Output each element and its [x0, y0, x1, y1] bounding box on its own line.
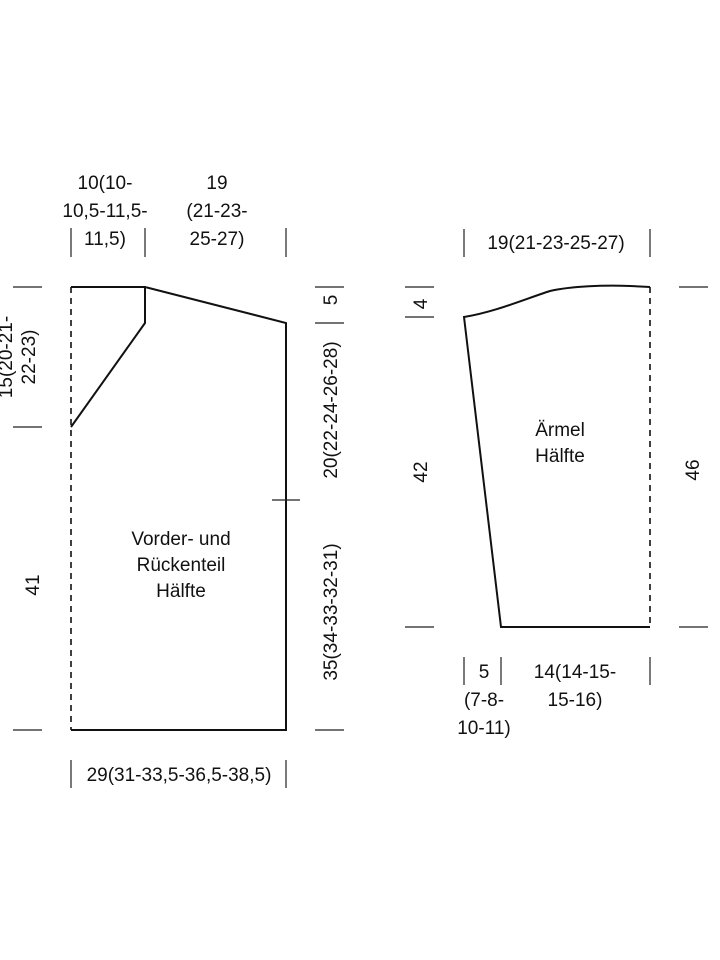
- sleeve-top-width: 19(21-23-25-27): [487, 233, 624, 254]
- body-neck-depth-line-1: 15(20-21-: [0, 316, 17, 398]
- body-piece-label-line-1: Vorder- und: [131, 529, 230, 550]
- body-bottom-width: 29(31-33,5-36,5-38,5): [87, 765, 272, 786]
- body-lower-left-height: 41: [23, 574, 44, 595]
- body-piece: Vorder- und Rückenteil Hälfte 10(10- 10,…: [0, 173, 344, 788]
- body-shoulder-width-line-3: 25-27): [190, 229, 245, 250]
- body-neck-depth-line-2: 22-23): [19, 330, 40, 385]
- body-armhole-height: 20(22-24-26-28): [321, 341, 342, 478]
- sleeve-cap-height: 4: [411, 298, 432, 309]
- sleeve-cuff-width-line-2: 15-16): [548, 690, 603, 711]
- body-outline: [70, 286, 287, 731]
- sleeve-cuff-width-line-1: 14(14-15-: [534, 662, 616, 683]
- sleeve-label-line-1: Ärmel: [535, 420, 585, 441]
- sleeve-cuff-increase-width-line-1: 5: [479, 662, 490, 683]
- body-shoulder-width-line-2: (21-23-: [186, 201, 247, 222]
- sleeve-cuff-increase-width-line-2: (7-8-: [464, 690, 504, 711]
- body-neck-width-line-1: 10(10-: [78, 173, 133, 194]
- sleeve-total-height: 46: [683, 459, 704, 480]
- sleeve-label-line-2: Hälfte: [535, 446, 585, 467]
- body-piece-label-line-2: Rückenteil: [137, 555, 226, 576]
- body-side-seam-height: 35(34-33-32-31): [321, 543, 342, 680]
- body-neck-width-line-2: 10,5-11,5-: [62, 201, 147, 222]
- sleeve-outline: [462, 284, 651, 628]
- sleeve-underarm-height: 42: [411, 461, 432, 482]
- sleeve-cuff-increase-width-line-3: 10-11): [457, 718, 511, 739]
- body-shoulder-slope-height: 5: [321, 295, 342, 306]
- body-shoulder-width-line-1: 19: [206, 173, 227, 194]
- body-neck-width-line-3: 11,5): [84, 229, 126, 250]
- body-piece-label-line-3: Hälfte: [156, 581, 206, 602]
- sleeve-piece: Ärmel Hälfte 19(21-23-25-27) 4 42 46 5 (…: [405, 229, 708, 739]
